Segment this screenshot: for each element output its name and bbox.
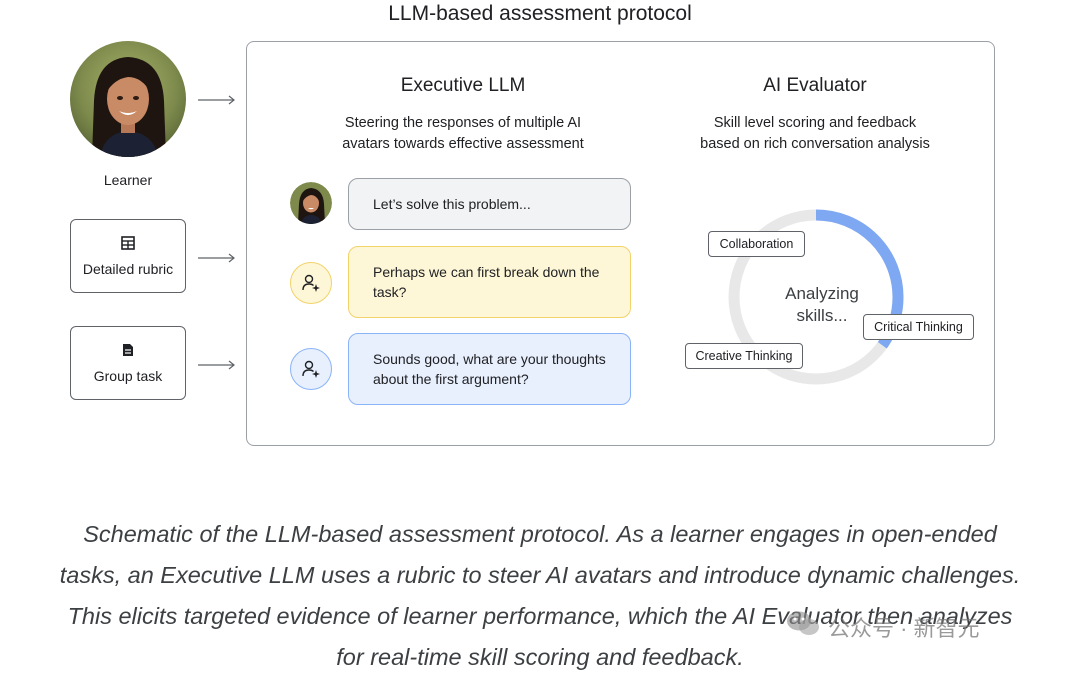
group-task-box: Group task — [70, 326, 186, 400]
evaluator-subtitle-line: based on rich conversation analysis — [700, 136, 930, 152]
caption-line: Schematic of the LLM-based assessment pr… — [83, 521, 997, 547]
message-text: Let’s solve this problem... — [373, 196, 531, 212]
arrow-icon — [198, 93, 236, 105]
message-text: Sounds good, what are your thoughts abou… — [373, 351, 606, 387]
ai-evaluator-title: AI Evaluator — [763, 75, 867, 96]
skill-tag-creative-thinking: Creative Thinking — [685, 343, 803, 369]
message-bubble-ai-1: Perhaps we can first break down the task… — [348, 246, 631, 318]
protocol-frame — [246, 41, 995, 446]
skill-tag-collaboration: Collaboration — [708, 231, 805, 257]
caption-line: for real-time skill scoring and feedback… — [336, 644, 744, 670]
learner-label: Learner — [103, 172, 153, 188]
watermark: 公众号 · 新智元 — [786, 609, 980, 645]
rubric-label: Detailed rubric — [82, 260, 174, 277]
center-text-line: skills... — [796, 306, 848, 325]
watermark-text: 公众号 · 新智元 — [828, 616, 980, 641]
message-bubble-ai-2: Sounds good, what are your thoughts abou… — [348, 333, 631, 405]
caption-line: This elicits targeted evidence of learne… — [67, 603, 1013, 629]
executive-llm-title: Executive LLM — [400, 75, 526, 96]
learner-photo — [70, 41, 186, 157]
diagram-title: LLM-based assessment protocol — [388, 2, 692, 25]
ai-avatar-icon — [290, 262, 332, 304]
analyzing-skills-text: Analyzing skills... — [742, 283, 902, 327]
executive-llm-subtitle: Steering the responses of multiple AI av… — [300, 113, 626, 155]
wechat-icon — [786, 610, 820, 644]
ai-evaluator-subtitle: Skill level scoring and feedback based o… — [660, 113, 970, 155]
message-text: Perhaps we can first break down the task… — [373, 264, 600, 300]
task-label: Group task — [93, 367, 163, 384]
table-icon — [121, 235, 135, 253]
skill-analysis-ring — [728, 209, 904, 385]
executive-subtitle-line: Steering the responses of multiple AI — [344, 115, 582, 131]
detailed-rubric-box: Detailed rubric — [70, 219, 186, 293]
ring-progress — [728, 209, 904, 385]
message-bubble-learner: Let’s solve this problem... — [348, 178, 631, 230]
caption-line: tasks, an Executive LLM uses a rubric to… — [59, 562, 1021, 588]
evaluator-subtitle-line: Skill level scoring and feedback — [713, 115, 917, 131]
arrow-icon — [198, 251, 236, 263]
document-icon — [122, 343, 134, 360]
executive-subtitle-line: avatars towards effective assessment — [342, 136, 584, 152]
arrow-icon — [198, 358, 236, 370]
figure-caption: Schematic of the LLM-based assessment pr… — [0, 514, 1080, 678]
skill-tag-critical-thinking: Critical Thinking — [863, 314, 974, 340]
ai-avatar-icon — [290, 348, 332, 390]
learner-avatar — [290, 182, 332, 224]
center-text-line: Analyzing — [785, 284, 859, 303]
